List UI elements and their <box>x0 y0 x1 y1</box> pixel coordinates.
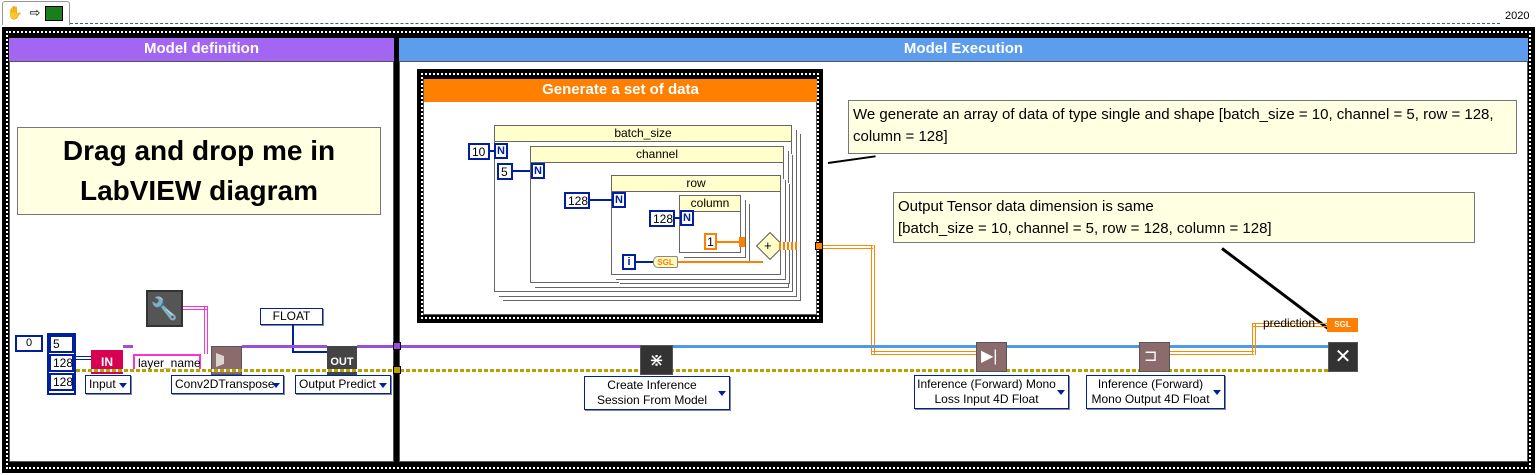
output-note-line2: [batch_size = 10, channel = 5, row = 128… <box>898 220 1272 237</box>
one-wire <box>717 241 739 243</box>
column-n-terminal: N <box>680 210 694 226</box>
conv-layer-icon <box>216 353 236 367</box>
array-index-box[interactable]: 0 <box>15 335 43 352</box>
version-label: 2020 <box>1505 10 1530 22</box>
inference-loss-label: Inference (Forward) Mono Loss Input 4D F… <box>917 377 1056 406</box>
prediction-indicator[interactable]: SGL <box>1327 318 1358 332</box>
float-ring-label: FLOAT <box>272 309 311 323</box>
input-enum[interactable]: Input <box>85 375 131 394</box>
prediction-label: prediction <box>1263 316 1316 330</box>
input-enum-label: Input <box>89 377 116 391</box>
output-note-line1: Output Tensor data dimension is same <box>898 198 1154 215</box>
row-i-terminal: i <box>622 254 636 270</box>
row-n-terminal: N <box>612 192 626 208</box>
model-definition-border <box>9 61 394 462</box>
output-enum-label: Output Predict <box>299 377 376 391</box>
generate-header: Generate a set of data <box>424 79 817 102</box>
model-wire-left2 <box>242 345 327 348</box>
array-value-1: 128 <box>49 354 74 372</box>
session-icon: ⋇ <box>648 350 665 370</box>
wrench-icon[interactable]: 🔧 <box>146 290 183 327</box>
inference-output-node[interactable] <box>1139 342 1170 372</box>
conv-enum-label: Conv2DTranspose <box>175 377 275 391</box>
generate-description-note: We generate an array of data of type sin… <box>848 100 1517 154</box>
toolbar-dashed-line <box>70 23 1500 24</box>
outer-frame-inner <box>6 31 1531 469</box>
conv-enum[interactable]: Conv2DTranspose <box>171 375 284 394</box>
model-wire-left1 <box>123 345 133 348</box>
batch-size-label: batch_size <box>495 126 791 142</box>
batch-count-wire <box>490 150 494 152</box>
inference-loss-node[interactable] <box>976 342 1007 372</box>
array-value-0: 5 <box>49 335 74 353</box>
error-tunnel <box>393 366 401 374</box>
arrow-icon[interactable]: ⇨ <box>29 5 41 20</box>
data-wire-h2 <box>871 351 977 355</box>
data-wire-h1 <box>823 245 873 249</box>
create-session-label: Create Inference Session From Model <box>596 378 708 407</box>
i-wire <box>636 261 653 263</box>
sgl-wire-h <box>678 261 763 263</box>
float-wire-h <box>292 351 328 353</box>
toolbar-border <box>2 1 70 25</box>
wrench-wire-h <box>183 306 207 310</box>
prediction-wire-h1 <box>1170 351 1254 355</box>
float-ring[interactable]: FLOAT <box>260 308 323 325</box>
channel-count-constant[interactable]: 5 <box>497 163 513 180</box>
shift-register-left <box>739 237 745 247</box>
error-wire <box>76 369 1352 372</box>
channel-n-terminal: N <box>531 163 545 179</box>
row-count-wire <box>590 199 612 201</box>
row-count-constant[interactable]: 128 <box>564 192 590 209</box>
chevron-down-icon <box>119 383 127 388</box>
hand-icon[interactable]: ✋ <box>6 5 24 20</box>
array-index: 0 <box>26 337 33 349</box>
channel-label: channel <box>531 147 783 163</box>
one-constant[interactable]: 1 <box>704 233 717 250</box>
array-value-2: 128 <box>49 373 74 391</box>
model-execution-border <box>399 61 1528 462</box>
chevron-down-icon <box>1057 390 1065 395</box>
wrench-wire-v <box>204 306 208 354</box>
output-tunnel <box>815 242 823 250</box>
batch-count-constant[interactable]: 10 <box>468 143 490 160</box>
play-icon: ▶| <box>981 348 998 365</box>
close-icon: ✕ <box>1334 346 1352 368</box>
batch-n-terminal: N <box>494 143 508 159</box>
prediction-wire-v <box>1252 323 1256 355</box>
create-session-node[interactable] <box>640 345 673 375</box>
create-session-enum[interactable]: Create Inference Session From Model <box>584 376 730 410</box>
close-session-node[interactable] <box>1328 342 1358 372</box>
model-definition-header: Model definition <box>9 38 394 61</box>
chevron-down-icon <box>272 383 280 388</box>
to-sgl-node: SGL <box>653 256 678 268</box>
float-wire-v <box>292 325 294 353</box>
output-forward-icon: ⊐ <box>1144 348 1158 365</box>
generate-frame-inner <box>421 73 819 319</box>
tunnel-stack <box>779 242 797 250</box>
inference-loss-enum[interactable]: Inference (Forward) Mono Loss Input 4D F… <box>914 375 1069 409</box>
chevron-down-icon <box>718 391 726 396</box>
add-symbol: + <box>764 238 772 253</box>
run-icon[interactable] <box>45 6 63 21</box>
model-execution-header: Model Execution <box>399 38 1528 61</box>
model-tunnel <box>393 342 401 350</box>
model-wire-main <box>357 345 640 348</box>
drag-drop-note: Drag and drop me in LabVIEW diagram <box>17 127 381 215</box>
data-wire-v <box>871 245 875 354</box>
array-wire <box>76 356 92 360</box>
chevron-down-icon <box>379 383 387 388</box>
output-description-note: Output Tensor data dimension is same [ba… <box>893 192 1475 243</box>
row-label: row <box>612 176 780 192</box>
inference-output-enum[interactable]: Inference (Forward) Mono Output 4D Float <box>1086 375 1225 409</box>
column-label: column <box>680 196 740 212</box>
column-count-wire <box>675 217 680 219</box>
channel-count-wire <box>513 170 530 172</box>
chevron-down-icon <box>1213 390 1221 395</box>
prediction-wire-h2 <box>1252 323 1327 327</box>
output-enum[interactable]: Output Predict <box>295 375 391 394</box>
column-count-constant[interactable]: 128 <box>649 210 675 227</box>
inference-output-label: Inference (Forward) Mono Output 4D Float <box>1091 377 1210 406</box>
